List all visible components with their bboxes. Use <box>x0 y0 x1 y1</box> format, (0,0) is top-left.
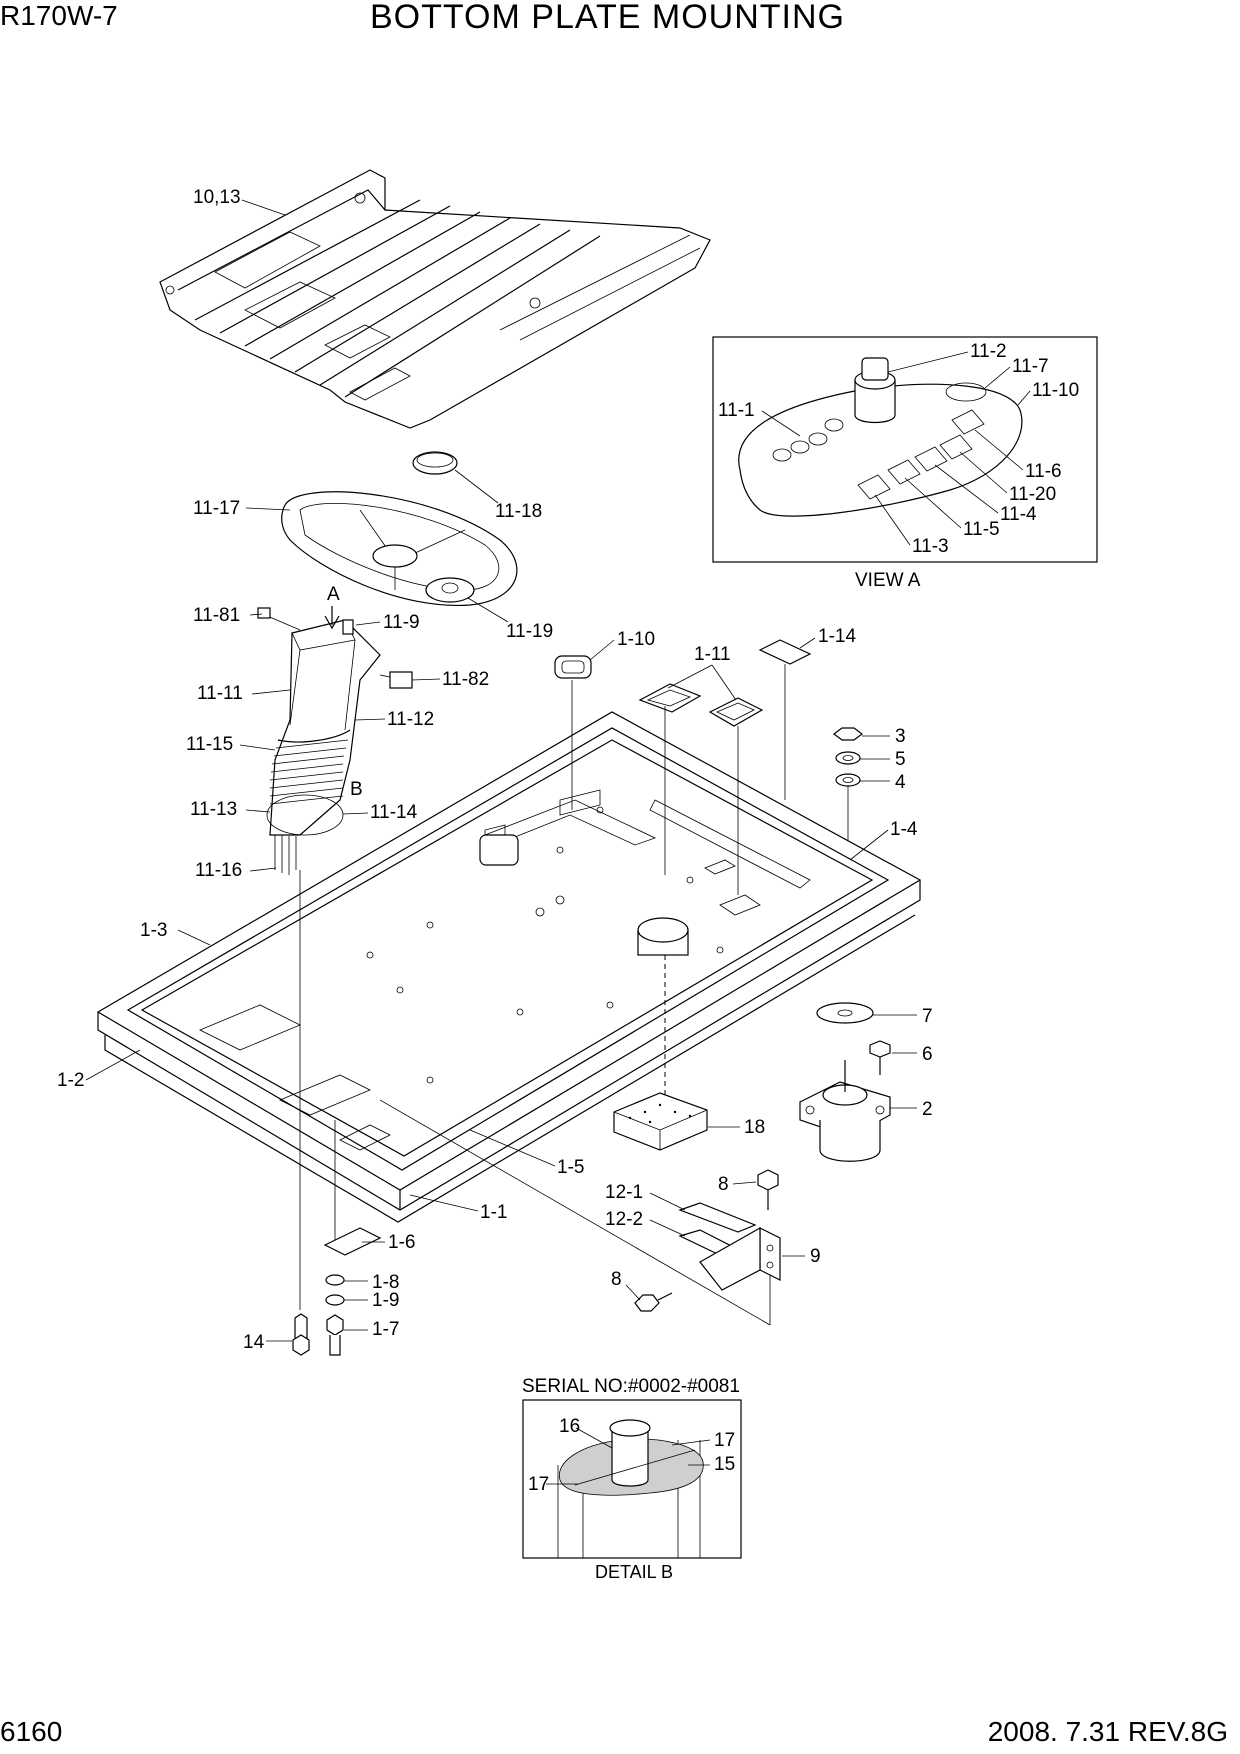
callout-1-2: 1-2 <box>57 1070 84 1091</box>
callout-1-8: 1-8 <box>372 1272 399 1293</box>
callout-12-1: 12-1 <box>605 1182 643 1203</box>
callout-1-10: 1-10 <box>617 629 655 650</box>
callout-11-13: 11-13 <box>190 799 237 820</box>
knob-cap <box>412 451 458 475</box>
detail-b-sleeve <box>557 1419 704 1558</box>
bolt-14 <box>292 1313 310 1356</box>
callout-1-5: 1-5 <box>557 1157 584 1178</box>
detail-b-frame <box>522 1399 742 1559</box>
revision-date: 2008. 7.31 REV.8G <box>987 1716 1228 1747</box>
marker-a: A <box>327 584 340 605</box>
callout-11-81: 11-81 <box>193 605 240 626</box>
callout-15: 15 <box>714 1454 735 1475</box>
callout-11-16: 11-16 <box>195 860 242 881</box>
grommet-1-11 <box>638 683 764 727</box>
bolt-6 <box>869 1040 891 1075</box>
view-a-frame <box>712 336 1098 563</box>
callout-8-lower: 8 <box>611 1269 622 1290</box>
marker-b: B <box>350 779 363 800</box>
page-title: BOTTOM PLATE MOUNTING <box>370 0 845 36</box>
grommet-1-10 <box>554 655 592 679</box>
callout-11-11: 11-11 <box>197 683 243 704</box>
block-18 <box>613 1092 708 1151</box>
floor-mat <box>159 169 711 429</box>
callout-1-1: 1-1 <box>480 1202 507 1223</box>
callout-11-4: 11-4 <box>1000 504 1037 525</box>
callout-17-top: 17 <box>714 1430 735 1451</box>
callout-12-2: 12-2 <box>605 1209 643 1230</box>
detail-b-serial: SERIAL NO:#0002-#0081 <box>522 1376 740 1397</box>
callout-11-12: 11-12 <box>387 709 434 730</box>
callout-1-9: 1-9 <box>372 1290 399 1311</box>
callout-1-4: 1-4 <box>890 819 918 840</box>
callout-11-10: 11-10 <box>1032 380 1079 401</box>
bottom-plate <box>96 711 922 1223</box>
view-a-caption: VIEW A <box>855 570 921 591</box>
callout-5: 5 <box>895 749 906 770</box>
callout-11-7: 11-7 <box>1012 356 1049 377</box>
model-number: R170W-7 <box>0 0 118 31</box>
callout-11-82: 11-82 <box>442 669 489 690</box>
callout-1-6: 1-6 <box>388 1232 415 1253</box>
callout-11-20: 11-20 <box>1009 484 1056 505</box>
callout-3: 3 <box>895 726 906 747</box>
bolt-8-lower <box>634 1292 673 1312</box>
lever-assembly <box>257 607 413 875</box>
washer-5 <box>835 751 861 765</box>
washer-4 <box>835 773 861 787</box>
callout-11-3: 11-3 <box>912 536 949 557</box>
callout-1-11: 1-11 <box>694 644 731 665</box>
callout-4: 4 <box>895 772 906 793</box>
callout-11-1: 11-1 <box>718 400 755 421</box>
callout-17-left: 17 <box>528 1474 549 1495</box>
callout-11-5: 11-5 <box>963 519 1000 540</box>
callout-11-18: 11-18 <box>495 501 542 522</box>
callout-11-15: 11-15 <box>186 734 233 755</box>
nut-3 <box>833 727 863 741</box>
callout-9: 9 <box>810 1246 821 1267</box>
detail-b-caption: DETAIL B <box>595 1562 673 1582</box>
bolt-1-7 <box>326 1314 344 1356</box>
callout-14: 14 <box>243 1332 265 1353</box>
cover-1-14 <box>758 639 812 665</box>
clamp-1-6 <box>323 1227 382 1256</box>
callout-18: 18 <box>744 1117 765 1138</box>
callout-10-13: 10,13 <box>193 187 241 208</box>
bolt-8-upper <box>757 1169 779 1210</box>
pad-12-1 <box>678 1202 757 1233</box>
callout-11-9: 11-9 <box>383 612 420 633</box>
callout-6: 6 <box>922 1044 933 1065</box>
callout-8-upper: 8 <box>718 1174 729 1195</box>
view-a-panel <box>738 357 1023 517</box>
callout-11-2: 11-2 <box>970 341 1007 362</box>
callout-1-3: 1-3 <box>140 920 167 941</box>
washer-1-9 <box>325 1294 345 1306</box>
callout-7: 7 <box>922 1006 933 1027</box>
motor-2 <box>799 1060 891 1162</box>
bracket-9 <box>699 1226 781 1291</box>
control-plate <box>281 491 518 607</box>
washer-7 <box>816 1002 874 1024</box>
callout-11-14: 11-14 <box>370 802 418 823</box>
callout-11-6: 11-6 <box>1025 461 1062 482</box>
page-number: 6160 <box>0 1716 63 1747</box>
callout-1-14: 1-14 <box>818 626 856 647</box>
callout-16: 16 <box>559 1416 580 1437</box>
callout-1-7: 1-7 <box>372 1319 399 1340</box>
washer-1-8 <box>325 1274 345 1286</box>
callout-11-19: 11-19 <box>506 621 553 642</box>
callout-11-17: 11-17 <box>193 498 240 519</box>
callout-2: 2 <box>922 1099 933 1120</box>
